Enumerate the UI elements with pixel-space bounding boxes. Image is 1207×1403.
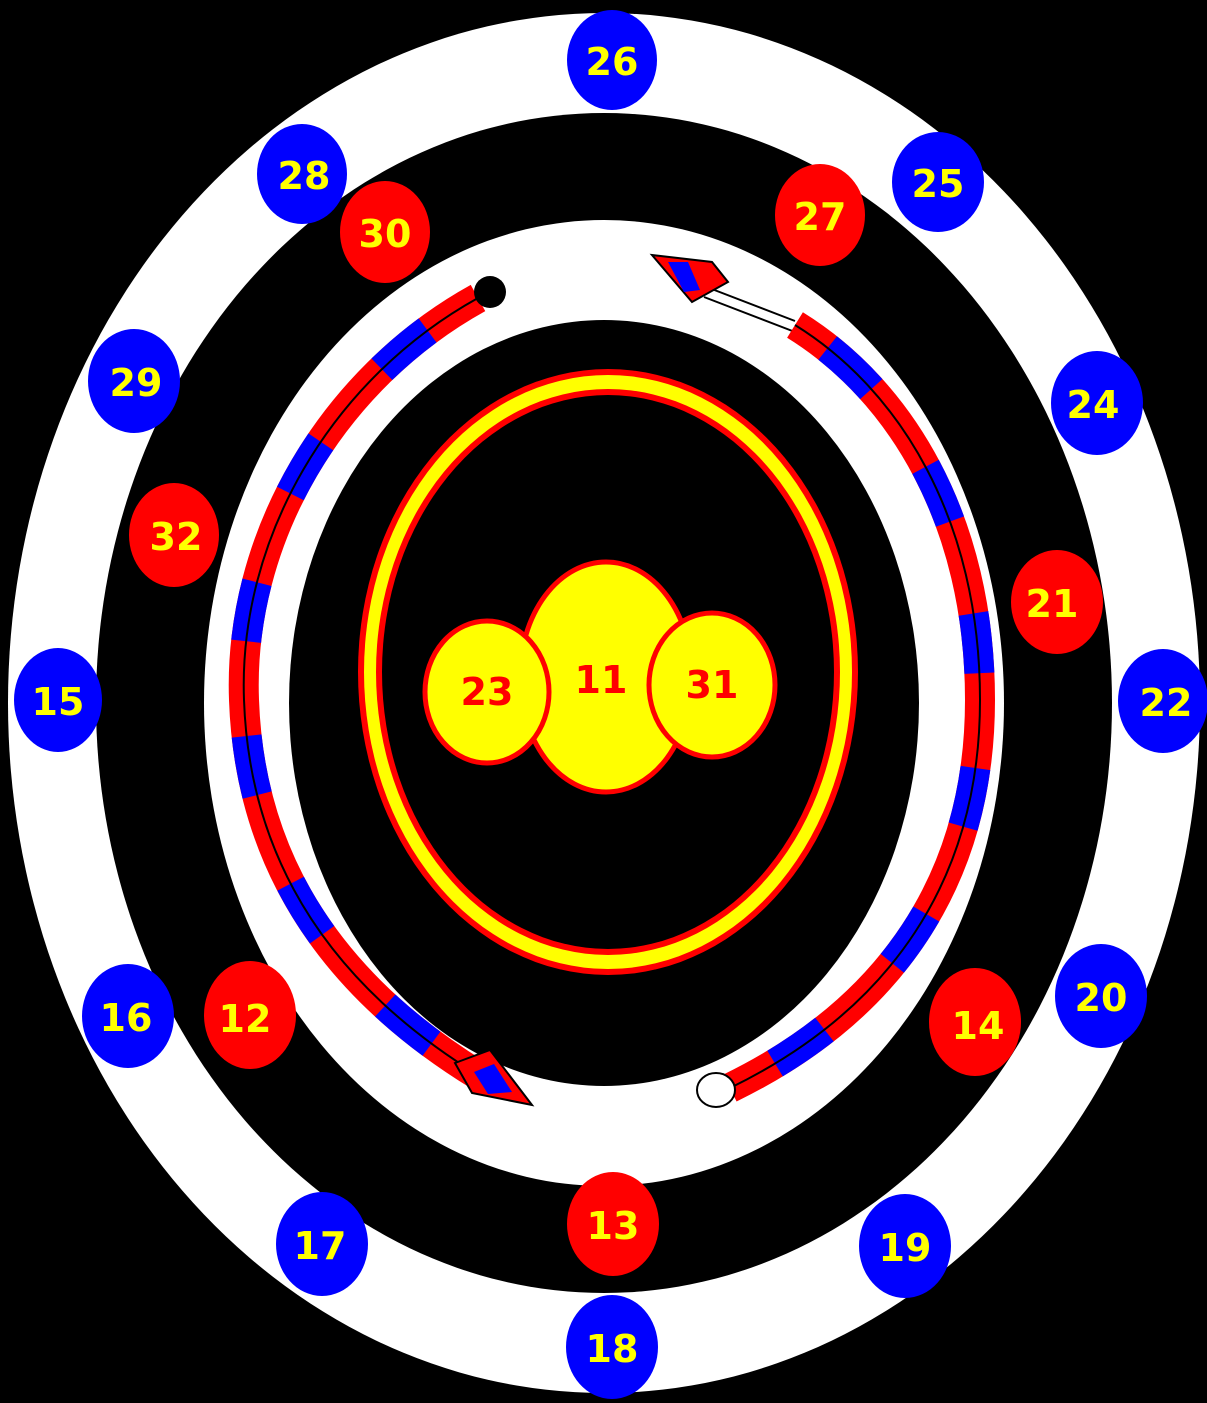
label-24: 24 — [1067, 383, 1120, 427]
label-31: 31 — [686, 663, 739, 707]
label-21: 21 — [1026, 582, 1079, 626]
label-25: 25 — [912, 162, 965, 206]
label-22: 22 — [1140, 681, 1193, 725]
label-29: 29 — [110, 361, 163, 405]
label-30: 30 — [359, 212, 412, 256]
label-18: 18 — [586, 1327, 639, 1371]
label-15: 15 — [32, 680, 85, 724]
label-13: 13 — [587, 1204, 640, 1248]
label-14: 14 — [952, 1004, 1005, 1048]
label-11: 11 — [575, 658, 628, 702]
label-26: 26 — [586, 40, 639, 84]
label-17: 17 — [294, 1224, 347, 1268]
right-tail-dot — [697, 1073, 735, 1107]
label-20: 20 — [1075, 976, 1128, 1020]
label-19: 19 — [879, 1226, 932, 1270]
label-23: 23 — [461, 670, 514, 714]
left-tail-dot — [474, 276, 506, 308]
label-12: 12 — [219, 997, 272, 1041]
label-28: 28 — [278, 154, 331, 198]
label-27: 27 — [794, 195, 847, 239]
label-16: 16 — [100, 996, 153, 1040]
label-32: 32 — [150, 515, 203, 559]
